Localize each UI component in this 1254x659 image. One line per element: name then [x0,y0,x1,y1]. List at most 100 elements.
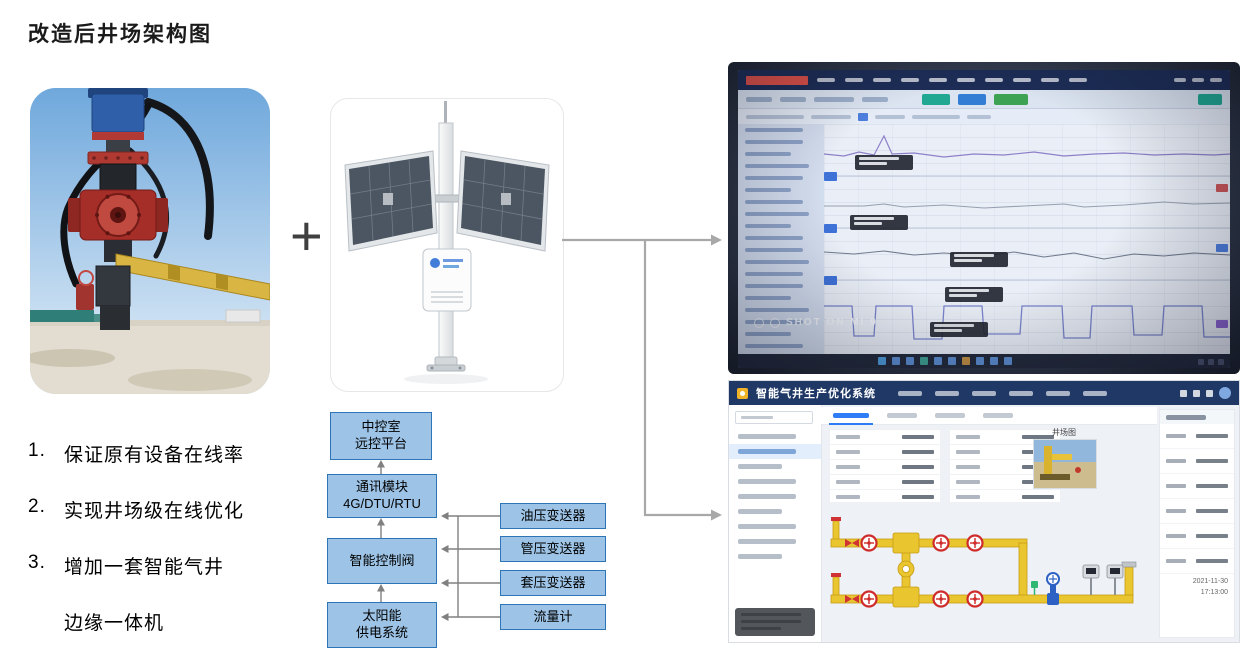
lens-flare-icon [770,317,780,328]
wellsite-photo-label: 井场图 [1052,428,1076,437]
avatar [1219,387,1231,399]
wellsite-photo-thumb [1033,439,1097,489]
key-data-row [1160,449,1234,474]
menu-item-blur [901,78,919,82]
taskbar-icon [892,357,900,365]
scada-tabs [821,407,1157,425]
yellow-flowline [115,253,270,301]
axis-tag [824,172,837,181]
menu-item-blur [957,78,975,82]
fence [30,310,94,322]
menu-item-blur [1046,390,1070,396]
menu-item-blur [972,390,996,396]
menu-item-blur [985,78,1003,82]
page-title: 改造后井场架构图 [28,23,212,46]
well-list-item [729,519,821,534]
arrowhead-bottom [711,509,722,521]
flow-box-smart-valve: 智能控制阀 [327,538,437,584]
key-data-row [1160,499,1234,524]
data-list-row [738,268,824,280]
well-list-item [729,444,821,459]
menu-item-blur [1083,390,1107,396]
trend-line-3 [824,250,1230,260]
menu-item-blur [873,78,891,82]
menu-item-blur [1041,78,1059,82]
pole-base [426,356,466,372]
trend-line-2 [824,201,1230,209]
dashboard-logo [746,75,808,85]
pipeline-diagram [830,517,1137,608]
tab-blur [935,413,965,418]
scada-logo-icon [737,387,748,399]
flow-box-flow-meter: 流量计 [500,604,606,630]
marker-tag [1216,184,1228,192]
arrowhead-up [377,518,385,526]
key-data-row [1160,549,1234,574]
well-list-item [729,534,821,549]
chart-tooltip [950,252,1008,267]
arrowhead-left [441,579,449,587]
realtime-data-table [829,429,941,505]
wellhead-photo [30,88,270,394]
table-row [830,430,940,445]
green-button [994,93,1028,105]
grid-icon [1180,389,1187,397]
well-list-sidebar [729,405,822,642]
taskbar-tray [1198,359,1224,365]
data-list-sidebar [738,124,825,354]
trend-charts [824,124,1230,354]
data-list-row [738,184,824,196]
arrowhead-left [441,545,449,553]
filter-tag [858,113,868,121]
dashboard-screen: SHOT ON MI 9 [738,70,1230,368]
data-list-row [738,232,824,244]
key-data-row [1160,474,1234,499]
bell-icon [1193,389,1200,397]
solar-device-illustration [344,101,550,384]
data-list-row [738,340,824,352]
note-item-continuation: 3. 边缘一体机 [64,613,165,634]
axis-tag [824,224,837,233]
arrowhead-top [711,234,722,246]
taskbar-icon [948,357,956,365]
windows-taskbar [738,354,1230,368]
note-item: 2. 实现井场级在线优化 [28,496,245,522]
key-data-row [1160,424,1234,449]
data-list-row [738,124,824,136]
menu-item-blur [929,78,947,82]
data-list-row [738,172,824,184]
notes-list: 1. 保证原有设备在线率 2. 实现井场级在线优化 3. 增加一套智能气井 3.… [28,440,318,659]
data-list-row [738,220,824,232]
taskbar-icon [934,357,942,365]
dashboard-menu [817,78,1087,82]
table-row [830,475,940,490]
device-logo [430,258,440,268]
well-search-input [735,411,813,424]
flow-box-casing-pressure-transmitter: 套压变送器 [500,570,606,596]
scada-header-icons [1180,387,1231,399]
arrowhead-left [441,613,449,621]
trend-line-4 [824,305,1230,340]
menu-item-blur [898,390,922,396]
connector-arrows [562,234,722,521]
flow-box-pipe-pressure-transmitter: 管压变送器 [500,536,606,562]
trend-line-1 [824,134,1230,158]
well-list-item [729,429,821,444]
solar-edge-device-photo [330,98,564,392]
dashboard-header-right [1174,78,1222,82]
chart-tooltip [945,287,1003,302]
taskbar-icon [962,357,970,365]
data-list-row [738,292,824,304]
arrowhead-up [377,584,385,592]
chart-tooltip [855,155,913,170]
taskbar-icon [990,357,998,365]
wellhead-illustration [30,88,270,394]
tab-blur [887,413,917,418]
blue-button [958,93,986,105]
scada-screenshot: 智能气井生产优化系统 [728,380,1240,643]
table-row [830,490,940,505]
note-item: 3. 增加一套智能气井 [28,552,225,578]
flow-meters [1082,564,1124,595]
well-list-item [729,474,821,489]
